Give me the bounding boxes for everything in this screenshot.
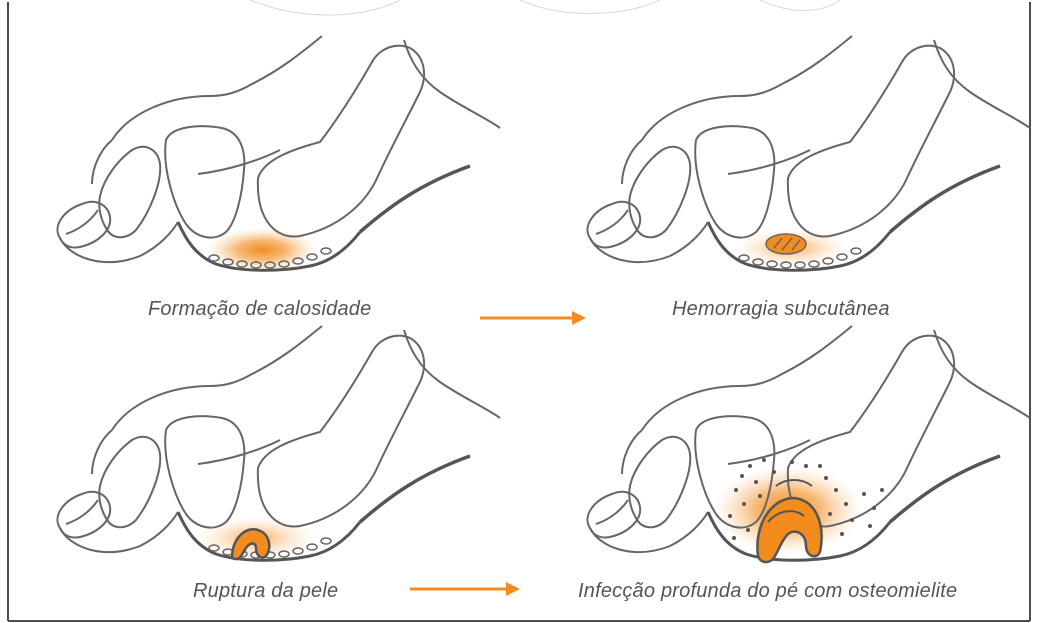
caption-callus-formation: Formação de calosidade [148, 298, 371, 321]
arrow-stage1-to-stage2 [480, 311, 586, 325]
caption-subcutaneous-hemorrhage: Hemorragia subcutânea [672, 298, 890, 321]
stage4-illustration [587, 326, 1030, 562]
caption-deep-infection: Infecção profunda do pé com osteomielite [578, 580, 957, 603]
stage1-illustration [57, 36, 500, 272]
background-decoration [250, 0, 840, 15]
caption-skin-rupture: Ruptura da pele [193, 580, 338, 603]
stage3-illustration [57, 326, 500, 560]
stage2-illustration [587, 36, 1030, 270]
arrow-stage3-to-stage4 [410, 582, 520, 596]
